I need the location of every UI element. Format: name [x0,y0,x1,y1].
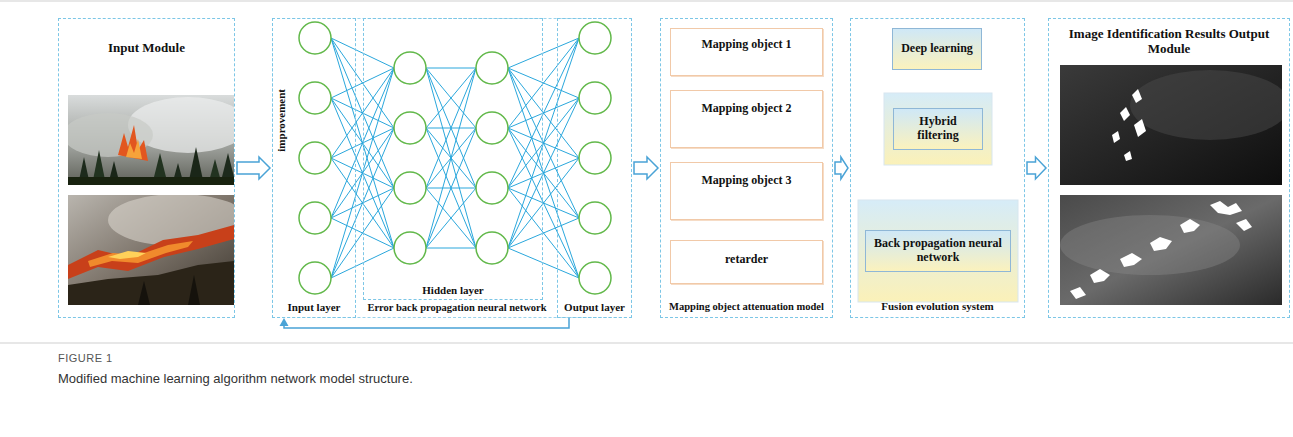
process-box: Deep learning [892,28,982,70]
synapse-line [426,128,476,248]
caption-rule [0,343,1293,344]
node-label: Back propagation neural network [866,235,1010,267]
neuron-circle [394,112,426,144]
flow-arrow [237,157,270,179]
neuron-circle [476,52,508,84]
flow-arrow [835,157,848,179]
synapse-line [508,38,579,248]
output-panel: Image Identification Results Output Modu… [1048,18,1290,318]
synapse-line [508,38,579,128]
synapse-line [508,158,579,248]
arrow-head [280,318,289,326]
mapping-box: retarder [670,240,823,284]
synapse-line [426,248,476,249]
synapse-line [426,68,476,248]
synapse-line [508,68,579,278]
node-label: Fusion evolution system [853,300,1022,313]
gradient-backdrop [858,200,1018,302]
neuron-circle [299,262,331,294]
feedback-line [284,318,569,328]
neuron-circle [476,172,508,204]
frame-line [0,1,1293,2]
neuron-circle [476,232,508,264]
node-label: Mapping object attenuation model [663,301,830,313]
module-panel: Input Module [58,18,235,318]
synapse-line [426,128,476,248]
flow-arrow [1027,157,1046,179]
synapse-line [426,68,476,248]
figure-number: FIGURE 1 [58,352,113,364]
result-image [1060,195,1282,305]
neuron-circle [394,172,426,204]
system-panel: Fusion evolution system Deep learningHybr… [850,18,1025,318]
result-image [1060,65,1290,185]
neuron-circle [579,262,611,294]
layer-box: Hidden layer [363,18,543,300]
node-label: Mapping object 3 [673,174,820,188]
node-label: retarder [673,253,820,267]
synapse-line [426,68,476,128]
mapping-box: Mapping object 1 [670,28,823,76]
synapse-line [426,68,476,128]
node-label: improvement [275,70,288,170]
mapping-box: Mapping object 3 [670,162,823,220]
layer-box: Output layer [557,18,632,318]
layer-box: improvementInput layer [272,18,356,318]
block-arrow [634,157,658,179]
synapse-line [508,248,579,278]
neural-network [299,22,611,294]
synapse-line [508,128,579,278]
block-arrow [835,157,848,179]
process-box: Back propagation neural network [865,230,1011,272]
mapping-box: Mapping object 2 [670,90,823,148]
fire-photo [68,194,248,305]
neuron-circle [579,82,611,114]
gradient-backdrop [884,93,992,165]
fire-photo [63,95,248,185]
node-label: Input Module [61,41,232,56]
figure-caption: Modified machine learning algorithm netw… [58,371,413,386]
process-box: Hybrid filtering [893,108,983,150]
synapse-line [508,98,579,248]
model-panel: Mapping object attenuation model Mapping … [660,18,833,318]
flow-arrow [634,157,658,179]
neuron-circle [579,22,611,54]
flow-arrow [280,318,570,328]
synapse-line [426,68,476,188]
synapse-line [508,38,579,68]
block-arrow [237,157,270,179]
block-arrow [1027,157,1046,179]
neuron-circle [299,82,331,114]
synapse-line [508,188,579,278]
synapse-line [508,38,579,188]
node-label: Image Identification Results Output Modu… [1067,27,1271,57]
synapse-line [426,68,476,188]
network-frame: Error back propagation neural networkimp… [272,18,632,318]
node-label: Mapping object 1 [673,38,820,52]
neuron-circle [579,202,611,234]
node-label: Output layer [560,301,629,314]
node-label: Deep learning [897,40,977,58]
neuron-circle [476,112,508,144]
synapse-line [426,68,476,69]
node-label: Error back propagation neural network [359,302,555,314]
neuron-circle [394,232,426,264]
node-label: Input layer [275,301,353,314]
synapse-line [426,188,476,248]
neuron-circle [299,142,331,174]
node-label: Hidden layer [366,284,540,297]
synapse-line [426,188,476,248]
neuron-circle [394,52,426,84]
synapse-line [508,218,579,248]
node-label: Mapping object 2 [673,102,820,116]
node-label: Hybrid filtering [894,113,982,145]
neuron-circle [299,202,331,234]
neuron-circle [579,142,611,174]
neuron-circle [299,22,331,54]
